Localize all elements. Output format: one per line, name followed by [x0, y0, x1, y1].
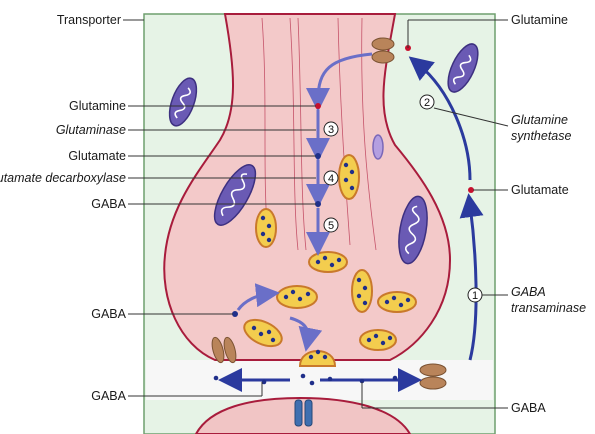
- step-1: 1: [467, 287, 483, 303]
- vesicle: [338, 154, 360, 200]
- step-2: 2: [419, 94, 435, 110]
- label-glutamine-left: Glutamine: [69, 99, 126, 113]
- vesicle: [308, 251, 348, 273]
- label-glutamate-decarboxylase: Glutamate decarboxylase: [0, 171, 126, 185]
- transporter-top: [371, 37, 395, 64]
- vesicle: [351, 269, 373, 313]
- label-transporter: Transporter: [57, 13, 121, 27]
- label-gaba-transaminase-1: GABA: [511, 285, 546, 299]
- label-gaba-left-middle: GABA: [91, 307, 126, 321]
- vesicle: [255, 208, 277, 248]
- label-glutamate-right: Glutamate: [511, 183, 569, 197]
- label-gaba-left-upper: GABA: [91, 197, 126, 211]
- transporter-right: [419, 363, 447, 390]
- metabolic-pathway-arrows: [236, 52, 373, 352]
- label-gaba-right: GABA: [511, 401, 546, 415]
- step-4: 4: [323, 170, 339, 186]
- gaba-marker-release: [232, 311, 238, 317]
- step-3: 3: [323, 121, 339, 137]
- step-5: 5: [323, 217, 339, 233]
- transporter-left: [211, 336, 237, 364]
- gaba-receptor: [294, 399, 313, 427]
- transporters: [211, 37, 447, 390]
- svg-text:1: 1: [472, 290, 478, 302]
- label-gaba-transaminase-2: transaminase: [511, 301, 586, 315]
- glutamine-marker-terminal: [315, 103, 321, 109]
- label-glutamine-synthetase-2: synthetase: [511, 129, 572, 143]
- glutamate-marker-glia: [468, 187, 474, 193]
- label-glutamine-synthetase-1: Glutamine: [511, 113, 568, 127]
- label-glutaminase: Glutaminase: [56, 123, 126, 137]
- vesicle: [276, 285, 318, 309]
- gaba-marker-terminal: [315, 201, 321, 207]
- svg-text:5: 5: [328, 220, 334, 232]
- glutamate-marker-terminal: [315, 153, 321, 159]
- svg-text:4: 4: [328, 173, 334, 185]
- label-glutamate-left: Glutamate: [68, 149, 126, 163]
- cleft-gaba-molecules: [213, 373, 398, 386]
- leader-lines: [123, 19, 509, 409]
- postsynaptic-membrane: [194, 396, 412, 434]
- vesicle: [359, 329, 397, 351]
- vesicle: [377, 291, 417, 313]
- vesicle-contents: [251, 162, 411, 360]
- svg-text:3: 3: [328, 124, 334, 136]
- svg-text:2: 2: [424, 97, 430, 109]
- label-glutamine-right: Glutamine: [511, 13, 568, 27]
- label-gaba-left-lower: GABA: [91, 389, 126, 403]
